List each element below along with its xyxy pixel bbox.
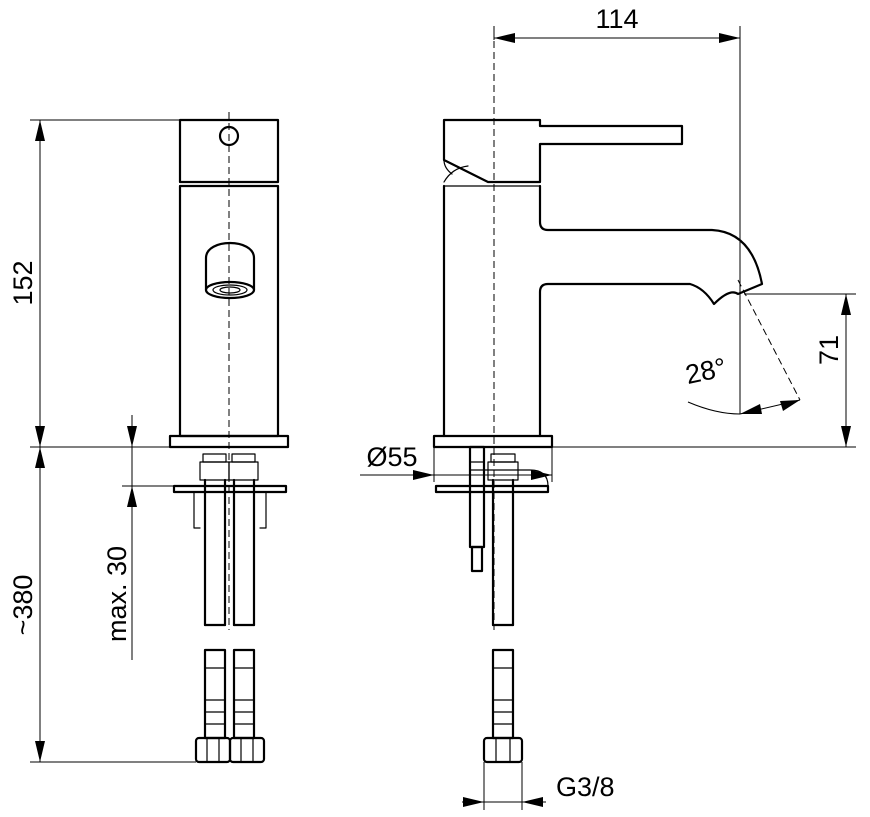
max-thickness-dimension: max. 30 <box>102 415 174 660</box>
front-hoses-lower <box>203 648 256 740</box>
hose-thread-label: G3/8 <box>556 772 615 802</box>
spout-angle-label: 28° <box>683 352 729 390</box>
front-hose-nuts <box>194 736 266 764</box>
side-base-plate <box>432 434 554 449</box>
lever-handle <box>442 118 684 184</box>
aerator-icon <box>204 280 256 300</box>
total-height-label: 152 <box>8 260 38 305</box>
side-view <box>432 30 801 764</box>
front-view <box>168 112 290 764</box>
spout-height-label: 71 <box>814 335 844 365</box>
reach-dimension: 114 <box>493 4 741 300</box>
max-thickness-label: max. 30 <box>102 546 132 642</box>
spout-body <box>442 184 764 438</box>
aerator-opening <box>204 241 256 292</box>
spout-angle-dimension: 28° <box>683 300 801 415</box>
total-height-dimension: 152 <box>8 119 180 448</box>
reach-label: 114 <box>595 4 638 34</box>
base-diameter-label: Ø55 <box>366 442 417 472</box>
spout-height-dimension: 71 <box>552 293 856 448</box>
front-mounting-bracket <box>172 484 288 494</box>
front-hoses-upper <box>203 478 256 627</box>
hose-thread-dimension: G3/8 <box>462 762 615 810</box>
base-diameter-dimension: Ø55 <box>360 442 553 482</box>
spout-axis <box>737 279 801 401</box>
hose-length-dimension: ~380 <box>8 447 196 763</box>
hose-length-label: ~380 <box>8 575 38 636</box>
